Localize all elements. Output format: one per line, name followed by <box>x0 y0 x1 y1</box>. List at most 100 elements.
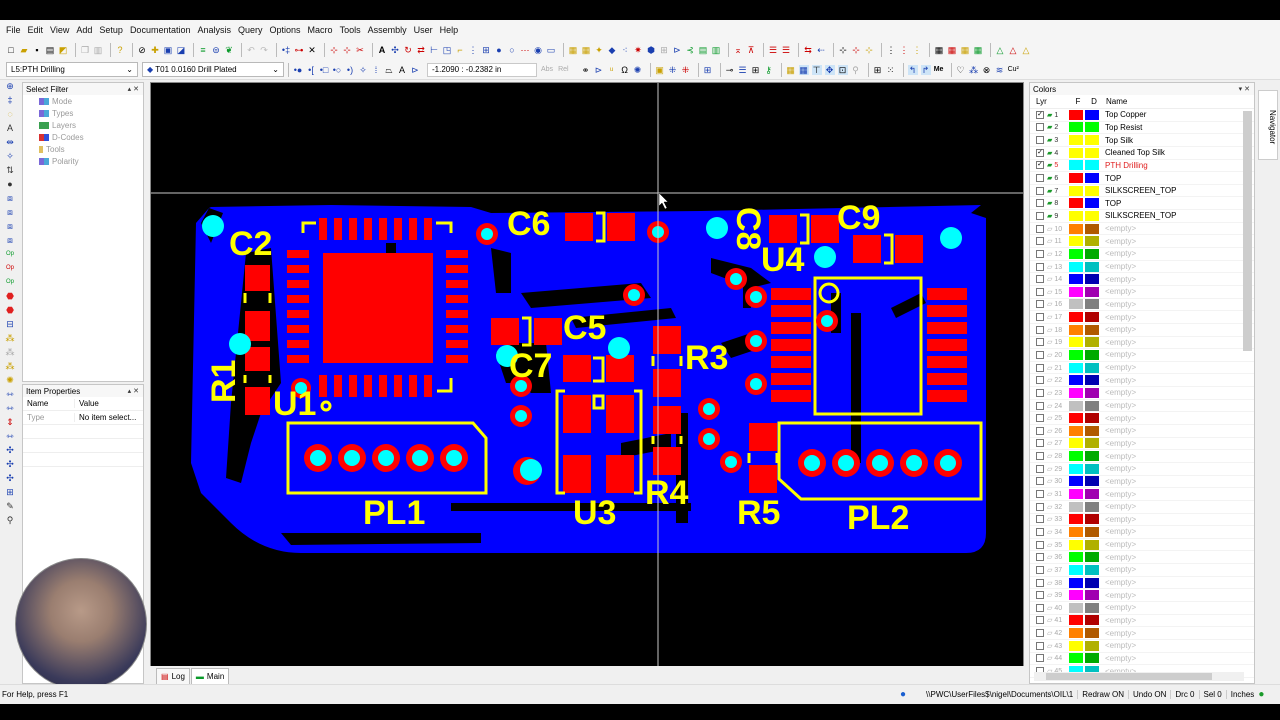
layer-visibility-checkbox[interactable] <box>1036 401 1044 410</box>
draw-color-swatch[interactable] <box>1085 602 1099 613</box>
draw-color-swatch[interactable] <box>1085 299 1099 310</box>
fill-color-swatch[interactable] <box>1069 349 1083 360</box>
key-icon[interactable]: ⚷ <box>765 64 772 75</box>
swap-layer-icon[interactable]: ⇆ <box>804 45 812 55</box>
rel-button[interactable]: Rel <box>558 66 569 73</box>
draw-color-swatch[interactable] <box>1085 236 1099 247</box>
flip-icon[interactable]: ⊹ <box>343 45 351 55</box>
fill-color-swatch[interactable] <box>1069 261 1083 272</box>
add-marker-icon[interactable]: ✧ <box>6 151 14 161</box>
raise-icon[interactable]: ⌅ <box>734 45 742 55</box>
draw-color-swatch[interactable] <box>1085 628 1099 639</box>
fill-color-swatch[interactable] <box>1069 577 1083 588</box>
filter-polarity[interactable]: Polarity <box>23 155 143 167</box>
fill-color-swatch[interactable] <box>1069 210 1083 221</box>
fill-color-swatch[interactable] <box>1069 337 1083 348</box>
draw-color-swatch[interactable] <box>1085 375 1099 386</box>
layer-visibility-checkbox[interactable] <box>1036 490 1044 499</box>
triangle-delete-icon[interactable]: △ <box>1009 45 1017 55</box>
layer-dropdown[interactable]: L5:PTH Drilling ⌄ <box>6 62 138 77</box>
layer-row[interactable]: ▱ 17<empty> <box>1030 311 1254 324</box>
snap-bracket-icon[interactable]: •[ <box>308 64 314 75</box>
layer-visibility-checkbox[interactable] <box>1036 565 1044 574</box>
layer-visibility-checkbox[interactable] <box>1036 464 1044 473</box>
abs-button[interactable]: Abs <box>541 66 554 73</box>
layer-row[interactable]: ▱ 19<empty> <box>1030 337 1254 350</box>
lock4-icon[interactable]: ⧈ <box>7 235 13 245</box>
layer-visibility-checkbox[interactable] <box>1036 515 1044 524</box>
panel-controls[interactable]: ▴ ✕ <box>127 86 139 93</box>
layer-row[interactable]: ▱ 42<empty> <box>1030 627 1254 640</box>
layer-row[interactable]: ▱ 11<empty> <box>1030 235 1254 249</box>
layer-visibility-checkbox[interactable] <box>1036 376 1044 385</box>
menu-analysis[interactable]: Analysis <box>197 25 231 35</box>
layer-visibility-checkbox[interactable] <box>1036 350 1044 359</box>
insert-col-icon[interactable]: ⋮ <box>886 45 896 55</box>
stop-icon[interactable]: ⬣ <box>6 291 14 301</box>
link-delete-icon[interactable]: ⁂ <box>5 347 15 357</box>
view-icon[interactable]: ◪ <box>176 45 186 55</box>
import-icon[interactable]: ⇠ <box>817 45 825 55</box>
snap-arrow-icon[interactable]: ⊳ <box>411 64 419 75</box>
lock2-icon[interactable]: ⧈ <box>7 207 13 217</box>
tool-dropdown[interactable]: ◆ T01 0.0160 Drill Plated ⌄ <box>142 62 284 77</box>
draw-color-swatch[interactable] <box>1085 173 1099 184</box>
menu-user[interactable]: User <box>413 25 433 35</box>
layer-row[interactable]: ▱ 10<empty> <box>1030 223 1254 236</box>
layer-visibility-checkbox[interactable] <box>1036 616 1044 625</box>
dist-h-icon[interactable]: ⇿ <box>6 389 14 399</box>
sort-icon[interactable]: ⇅ <box>6 165 14 175</box>
draw-color-swatch[interactable] <box>1085 286 1099 297</box>
delete-col-icon[interactable]: ⋮ <box>899 45 909 55</box>
display-icon[interactable]: ▣ <box>163 45 173 55</box>
layer-row[interactable]: ▱ 14<empty> <box>1030 273 1254 286</box>
link-fill-icon[interactable]: ✺ <box>6 375 14 385</box>
menu-file[interactable]: File <box>6 25 21 35</box>
add-pad-icon[interactable]: ⊕ <box>6 81 14 91</box>
fill-color-swatch[interactable] <box>1069 590 1083 601</box>
layer-visibility-checkbox[interactable] <box>1036 275 1044 284</box>
find-net-icon[interactable]: ⊳ <box>594 64 603 75</box>
matrix-icon[interactable]: ▦ <box>568 45 578 55</box>
layer-row[interactable]: ▱ 37<empty> <box>1030 564 1254 577</box>
netlist-icon[interactable]: ⊜ <box>212 45 220 55</box>
draw-color-swatch[interactable] <box>1085 653 1099 664</box>
zoom-pan-icon[interactable]: ✥ <box>824 64 835 75</box>
draw-color-swatch[interactable] <box>1085 160 1099 171</box>
zoom-in-icon[interactable]: ⚲ <box>852 64 859 75</box>
layer-row[interactable]: ▱ 44<empty> <box>1030 653 1254 666</box>
fill-icon[interactable]: ▥ <box>711 45 721 55</box>
draw-color-swatch[interactable] <box>1085 400 1099 411</box>
pin-icon[interactable]: ✦ <box>595 45 603 55</box>
corner-left-icon[interactable]: ↰ <box>907 64 918 75</box>
layer-visibility-checkbox[interactable]: ✓ <box>1036 110 1044 119</box>
print-icon[interactable]: ▤ <box>45 45 55 55</box>
lower-icon[interactable]: ⊼ <box>747 45 755 55</box>
fill-color-swatch[interactable] <box>1069 400 1083 411</box>
layer-visibility-checkbox[interactable] <box>1036 313 1044 322</box>
table-delete-icon[interactable]: ▦ <box>947 45 957 55</box>
fill-color-swatch[interactable] <box>1069 324 1083 335</box>
layer-visibility-checkbox[interactable] <box>1036 262 1044 271</box>
probe-icon[interactable]: ⊸ <box>725 64 734 75</box>
layer-visibility-checkbox[interactable] <box>1036 287 1044 296</box>
me-icon[interactable]: Me <box>933 65 944 73</box>
menu-add[interactable]: Add <box>76 25 93 35</box>
scissor-icon[interactable]: ✂ <box>356 45 364 55</box>
layer-row[interactable]: ▱ 40<empty> <box>1030 602 1254 615</box>
fill-color-swatch[interactable] <box>1069 375 1083 386</box>
draw-color-swatch[interactable] <box>1085 122 1099 133</box>
op-mag-delete-icon[interactable]: Op <box>5 265 14 271</box>
dist-icon[interactable]: ⋮ <box>468 45 478 55</box>
layer-row[interactable]: ▱ 32<empty> <box>1030 501 1254 514</box>
layer-visibility-checkbox[interactable] <box>1036 414 1044 423</box>
table-edit-icon[interactable]: ▦ <box>960 45 970 55</box>
route-icon[interactable]: ⊳ <box>673 45 681 55</box>
fill-color-swatch[interactable] <box>1069 640 1083 651</box>
navigator-tab[interactable]: Navigator <box>1258 90 1278 160</box>
layer-row[interactable]: ▱ 27<empty> <box>1030 438 1254 451</box>
layer-visibility-checkbox[interactable] <box>1036 641 1044 650</box>
